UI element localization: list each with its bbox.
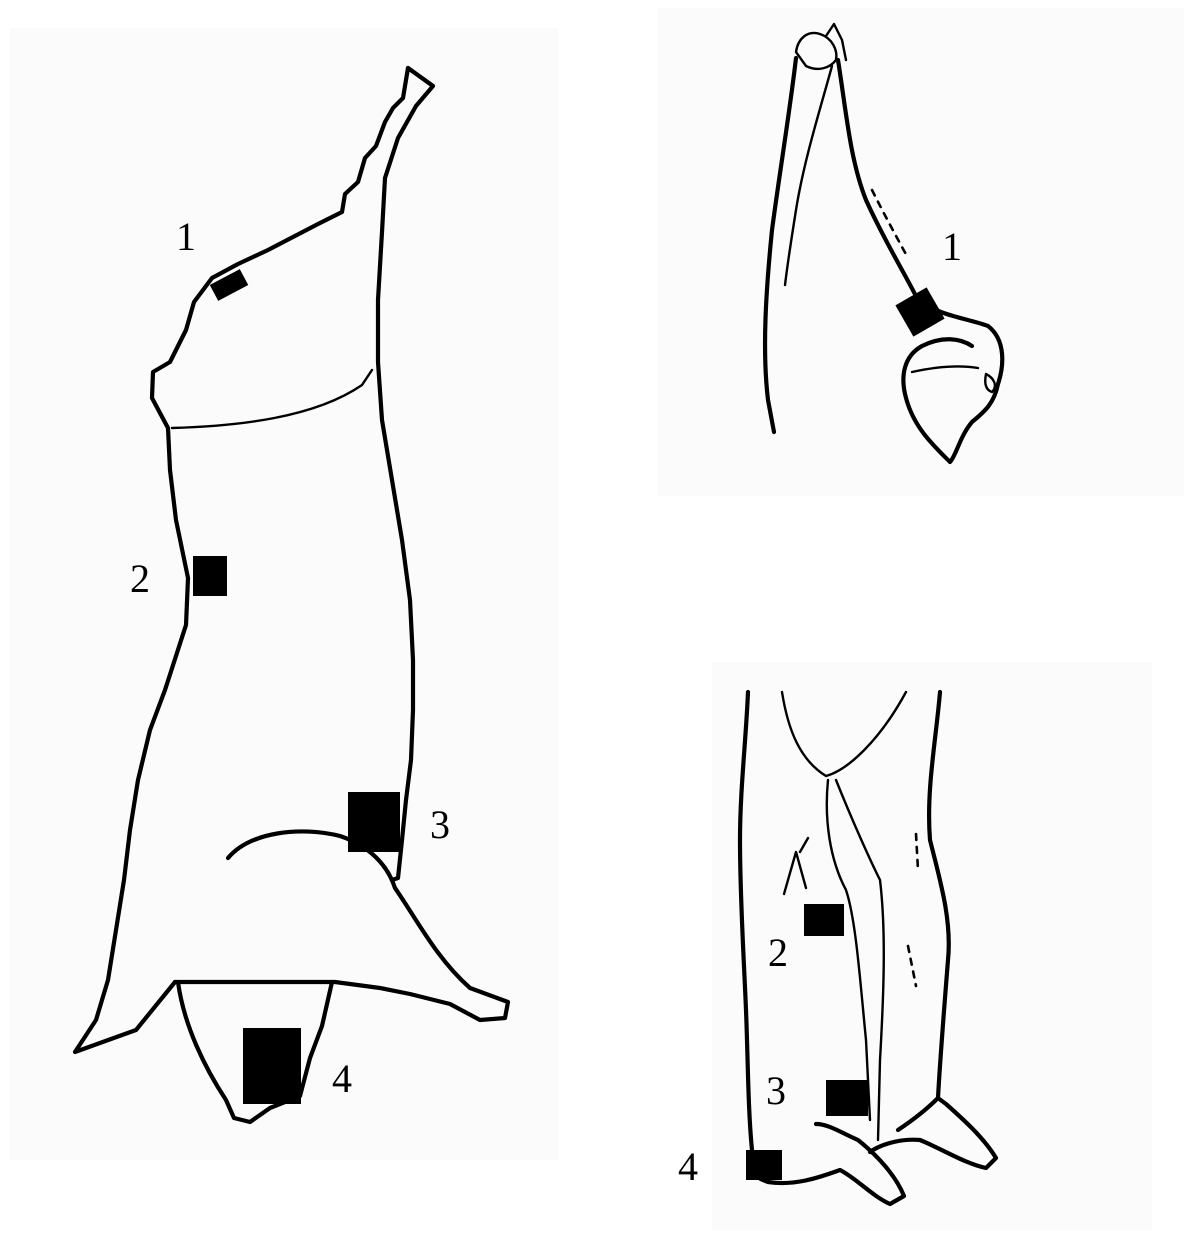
side-label-1: 1 (176, 214, 196, 259)
hindlegs-label-4: 4 (678, 1144, 698, 1189)
panel-hanging-leg-background (658, 8, 1184, 496)
side-label-2: 2 (130, 556, 150, 601)
sample-marker-2 (193, 556, 227, 596)
sample-marker-3 (348, 792, 400, 852)
hindlegs-sample-marker-4 (746, 1150, 782, 1180)
hindlegs-label-3: 3 (766, 1068, 786, 1113)
leg-label-1: 1 (942, 224, 962, 269)
side-label-3: 3 (430, 802, 450, 847)
side-label-4: 4 (332, 1056, 352, 1101)
sample-marker-4 (243, 1028, 301, 1104)
hindlegs-label-2: 2 (768, 930, 788, 975)
hindlegs-sample-marker-3 (826, 1080, 868, 1116)
hindlegs-sample-marker-2 (804, 904, 844, 936)
